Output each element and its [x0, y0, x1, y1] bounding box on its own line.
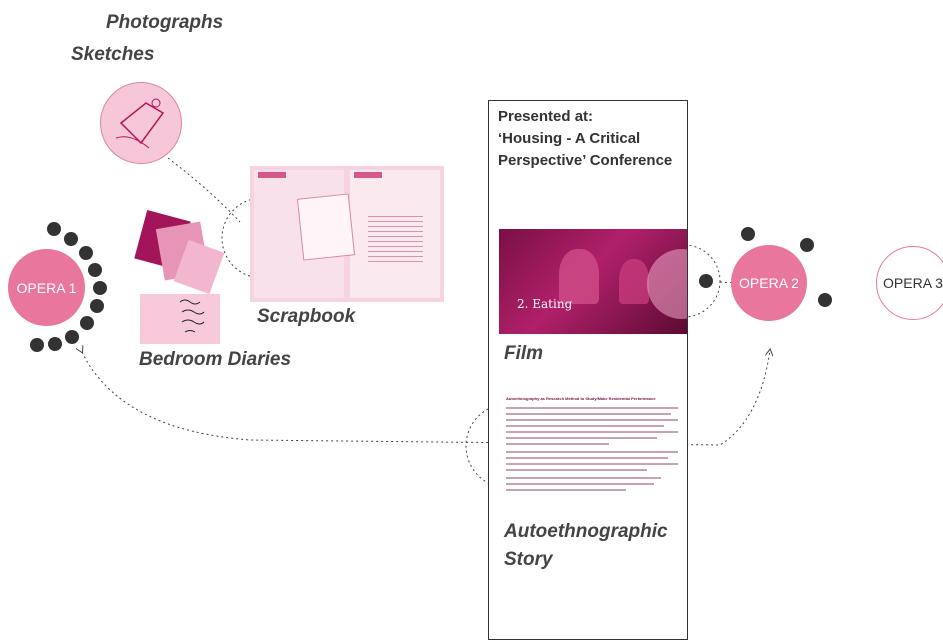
- opera-1-dot: [80, 316, 94, 330]
- bedroom-diaries-label: Bedroom Diaries: [139, 349, 292, 370]
- film-caption: 2. Eating: [517, 297, 573, 311]
- film-figure: [619, 259, 649, 304]
- opera1-to-opera2-arrow: [82, 350, 770, 446]
- document-title: Autoethnography as Research Method to St…: [506, 396, 656, 401]
- autoethnographic-line-1: Autoethnographic: [504, 521, 668, 542]
- opera-1-dot: [47, 222, 61, 236]
- opera-1-dot: [79, 246, 93, 260]
- scrapbook-header-left: [258, 172, 286, 178]
- opera-1-node: OPERA 1: [8, 249, 85, 326]
- opera-1-dot: [65, 330, 79, 344]
- document-excerpt: Autoethnography as Research Method to St…: [506, 396, 678, 506]
- sketches-label: Sketches: [71, 44, 155, 65]
- film-figure: [559, 249, 599, 304]
- opera-2-label: OPERA 2: [739, 275, 799, 291]
- scrapbook-header-right: [354, 172, 382, 178]
- opera-2-dot: [800, 238, 814, 252]
- document-body-lines: [506, 407, 678, 491]
- opera-1-dot: [93, 281, 107, 295]
- opera-2-node: OPERA 2: [731, 245, 807, 321]
- scrapbook-label: Scrapbook: [257, 306, 356, 327]
- opera-2-dot: [699, 274, 713, 288]
- film-highlight: [647, 249, 687, 319]
- opera-1-dot: [90, 299, 104, 313]
- opera-1-dot: [30, 338, 44, 352]
- presented-line-1: Presented at:: [498, 108, 594, 125]
- presented-line-2: ‘Housing - A Critical: [498, 130, 641, 147]
- autoethnographic-label: Autoethnographic Story: [504, 518, 668, 574]
- opera-3-node: OPERA 3: [876, 246, 943, 320]
- opera-1-dot: [88, 263, 102, 277]
- presented-line-3: Perspective’ Conference: [498, 152, 673, 169]
- opera-2-dot: [818, 293, 832, 307]
- diary-scribbles: [179, 299, 205, 333]
- film-label: Film: [504, 343, 544, 364]
- film-still: 2. Eating: [499, 229, 687, 334]
- opera-1-dot: [64, 232, 78, 246]
- sketch-thumbnail: [100, 82, 182, 164]
- scrapbook-image: [250, 166, 444, 302]
- photographs-label: Photographs: [106, 12, 224, 33]
- opera-2-dot: [741, 227, 755, 241]
- scrapbook-note-card: [296, 193, 356, 261]
- autoethnographic-line-2: Story: [504, 549, 553, 570]
- sketch-drawing: [115, 98, 165, 149]
- presented-at-heading: Presented at: ‘Housing - A Critical Pers…: [498, 106, 672, 172]
- diary-handwritten-page: [140, 294, 220, 344]
- presentation-panel: [488, 100, 688, 640]
- opera-3-label: OPERA 3: [883, 275, 943, 291]
- sketch-to-scrapbook-connector: [167, 157, 241, 223]
- opera-1-label: OPERA 1: [16, 279, 77, 296]
- opera-1-dot: [48, 337, 62, 351]
- scrapbook-text-block: [368, 216, 423, 266]
